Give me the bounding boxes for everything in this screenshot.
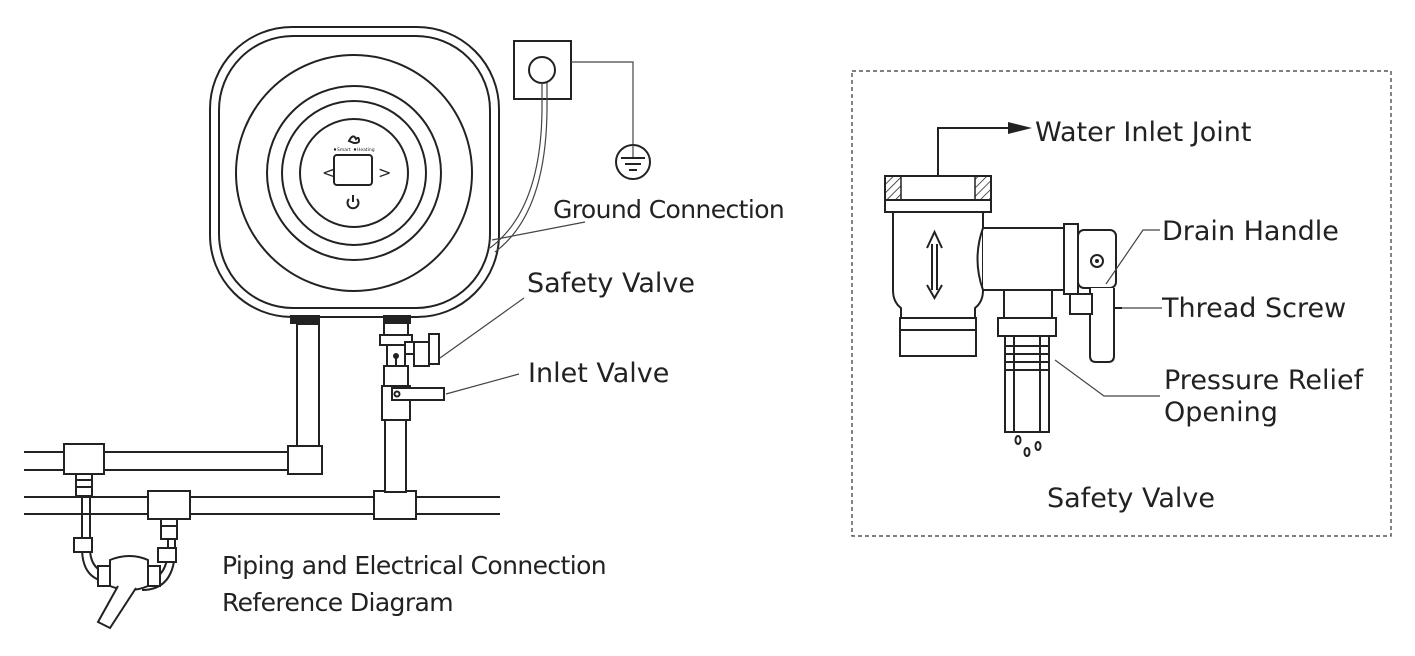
safety-valve-label: Safety Valve (527, 268, 695, 299)
drain-handle-label: Drain Handle (1162, 216, 1339, 247)
thread-screw (1069, 293, 1093, 315)
right-arrow-button[interactable]: > (378, 163, 391, 182)
drain-handle-lever (1089, 288, 1115, 363)
inlet-valve-label: Inlet Valve (528, 358, 669, 389)
pressure-relief-label-line1: Pressure Relief (1164, 365, 1365, 396)
pressure-relief-label-line2: Opening (1164, 397, 1278, 428)
flow-arrow-icon (926, 229, 943, 301)
safety-valve-detail: Water Inlet Joint Drain Handle Thread Sc… (851, 70, 1392, 537)
power-icon[interactable] (346, 195, 360, 210)
inlet-valve-handle (391, 387, 445, 401)
ground-symbol-icon (615, 144, 651, 180)
mixer-tap (109, 555, 149, 591)
water-drops (1014, 435, 1042, 457)
water-inlet-joint-label: Water Inlet Joint (1035, 117, 1251, 148)
display-screen (333, 154, 373, 186)
detail-frame (851, 70, 1392, 537)
diagram-caption-line1: Piping and Electrical Connection (222, 551, 606, 580)
water-heater-unit: < > Smart Heating (209, 26, 500, 324)
flame-icon (347, 135, 361, 145)
piping-diagram: < > Smart Heating (24, 26, 785, 630)
power-socket (489, 40, 651, 253)
tap-spout (96, 585, 137, 630)
mode-heating-label: Heating (357, 147, 375, 153)
diagram-caption-line2: Reference Diagram (222, 588, 453, 617)
left-arrow-button[interactable]: < (322, 163, 335, 182)
thread-screw-label: Thread Screw (1161, 293, 1346, 324)
ground-connection-label: Ground Connection (553, 195, 784, 224)
safety-valve-caption: Safety Valve (1047, 483, 1215, 514)
valve-assembly (379, 322, 445, 421)
piping-network (24, 323, 500, 630)
mode-smart-label: Smart (337, 147, 351, 153)
